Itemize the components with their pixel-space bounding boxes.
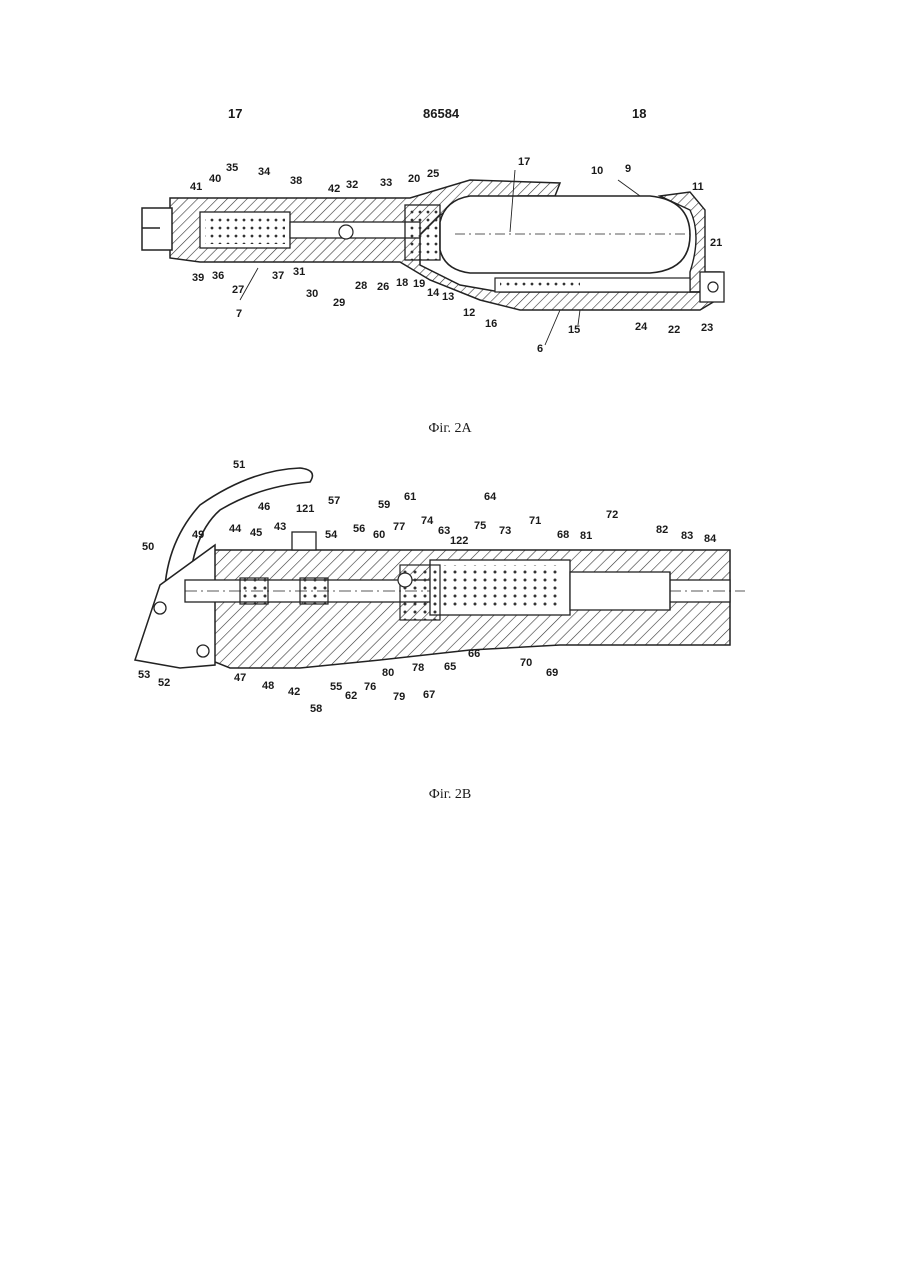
callout: 44 xyxy=(229,523,242,535)
callout: 59 xyxy=(378,499,390,511)
callout: 24 xyxy=(635,321,648,333)
callout: 14 xyxy=(427,287,440,299)
callout: 42 xyxy=(288,686,300,698)
callout: 76 xyxy=(364,681,376,693)
callout: 73 xyxy=(499,525,511,537)
callout: 56 xyxy=(353,523,365,535)
callout: 31 xyxy=(293,266,305,278)
callout: 39 xyxy=(192,272,204,284)
callout: 55 xyxy=(330,681,342,693)
piston-left xyxy=(240,578,268,604)
callout: 121 xyxy=(296,503,314,515)
callout: 81 xyxy=(580,530,592,542)
callout: 58 xyxy=(310,703,322,715)
callout: 52 xyxy=(158,677,170,689)
callout: 36 xyxy=(212,270,224,282)
callout: 69 xyxy=(546,667,558,679)
callout: 71 xyxy=(529,515,541,527)
callout: 18 xyxy=(396,277,408,289)
callout: 122 xyxy=(450,535,468,547)
callout: 30 xyxy=(306,288,318,300)
callout: 27 xyxy=(232,284,244,296)
callout: 19 xyxy=(413,278,425,290)
document-number: 86584 xyxy=(423,106,459,121)
callout: 60 xyxy=(373,529,385,541)
callout: 72 xyxy=(606,509,618,521)
callout: 33 xyxy=(380,177,392,189)
callout: 78 xyxy=(412,662,424,674)
rear-cap xyxy=(142,208,172,250)
callout: 49 xyxy=(192,529,204,541)
callout: 63 xyxy=(438,525,450,537)
callout: 43 xyxy=(274,521,286,533)
valve-block xyxy=(405,205,440,260)
callout: 37 xyxy=(272,270,284,282)
callout: 75 xyxy=(474,520,486,532)
callout: 48 xyxy=(262,680,274,692)
callout: 26 xyxy=(377,281,389,293)
callout: 45 xyxy=(250,527,262,539)
callout: 16 xyxy=(485,318,497,330)
callout: 9 xyxy=(625,163,631,175)
callout: 25 xyxy=(427,168,439,180)
callout: 12 xyxy=(463,307,475,319)
callout: 54 xyxy=(325,529,338,541)
callout: 29 xyxy=(333,297,345,309)
callout: 21 xyxy=(710,237,722,249)
callout: 65 xyxy=(444,661,456,673)
callout: 51 xyxy=(233,459,245,471)
callout: 47 xyxy=(234,672,246,684)
callout: 57 xyxy=(328,495,340,507)
button-121 xyxy=(292,532,316,550)
valve-stem xyxy=(290,222,420,238)
callout: 74 xyxy=(421,515,434,527)
callout: 66 xyxy=(468,648,480,660)
callout: 7 xyxy=(236,308,242,320)
figure-2b-drawing: 51 46 121 57 59 61 64 72 50 49 44 45 43 … xyxy=(0,455,900,725)
figure-2a-caption: Фіг. 2А xyxy=(0,421,900,437)
callout: 10 xyxy=(591,165,603,177)
callout: 46 xyxy=(258,501,270,513)
callout: 13 xyxy=(442,291,454,303)
callout: 17 xyxy=(518,156,530,168)
callout: 6 xyxy=(537,343,543,355)
callout: 11 xyxy=(692,181,704,193)
callout: 35 xyxy=(226,162,238,174)
callout: 70 xyxy=(520,657,532,669)
callout: 61 xyxy=(404,491,416,503)
callout: 40 xyxy=(209,173,221,185)
callout: 79 xyxy=(393,691,405,703)
right-page-number: 18 xyxy=(632,106,646,121)
callout: 20 xyxy=(408,173,420,185)
callout: 53 xyxy=(138,669,150,681)
left-page-number: 17 xyxy=(228,106,242,121)
callout: 50 xyxy=(142,541,154,553)
figure-2a-drawing: 17 10 9 11 21 41 40 35 34 38 42 32 33 20… xyxy=(0,130,900,360)
callout: 82 xyxy=(656,524,668,536)
callout: 32 xyxy=(346,179,358,191)
figure-2b-caption: Фіг. 2В xyxy=(0,787,900,803)
gas-cylinder xyxy=(440,196,690,273)
callout: 64 xyxy=(484,491,497,503)
callout: 80 xyxy=(382,667,394,679)
callout: 68 xyxy=(557,529,569,541)
callout: 15 xyxy=(568,324,580,336)
callout: 22 xyxy=(668,324,680,336)
callout: 84 xyxy=(704,533,717,545)
callout: 67 xyxy=(423,689,435,701)
barrel-chamber xyxy=(570,572,670,610)
callout: 38 xyxy=(290,175,302,187)
callout: 83 xyxy=(681,530,693,542)
callout: 42 xyxy=(328,183,340,195)
piston-mid xyxy=(300,578,328,604)
callout: 28 xyxy=(355,280,367,292)
callout: 34 xyxy=(258,166,271,178)
callout: 62 xyxy=(345,690,357,702)
callout: 77 xyxy=(393,521,405,533)
callout: 23 xyxy=(701,322,713,334)
callout: 41 xyxy=(190,181,202,193)
